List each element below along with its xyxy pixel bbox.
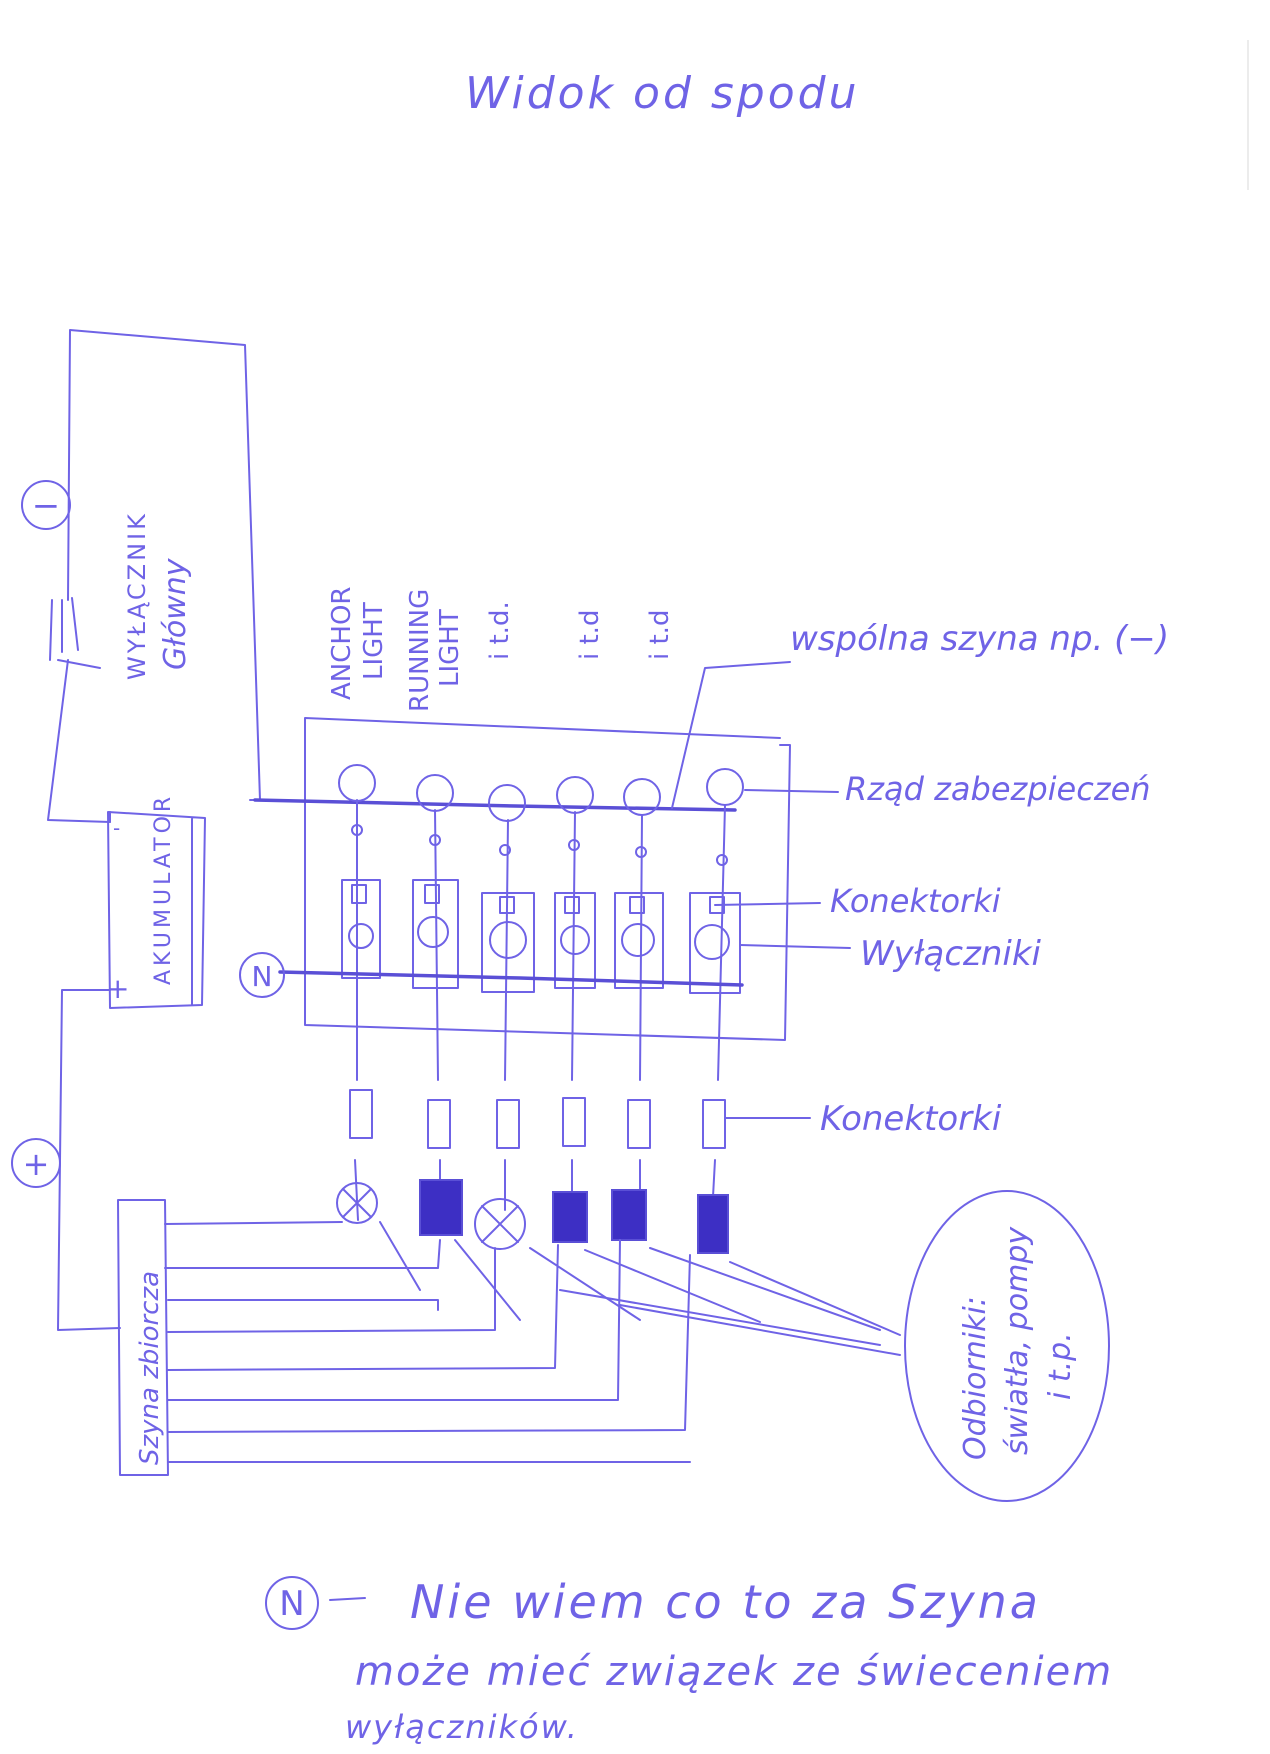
- battery-minus-mark: -: [113, 816, 120, 840]
- lower-connectors: [349, 1089, 726, 1149]
- load-markers: [336, 1179, 729, 1254]
- circuit-label-1-line2: LIGHT: [359, 602, 389, 680]
- minus-terminal-icon: [21, 480, 71, 530]
- panel-frame: [304, 717, 791, 1041]
- switches-leader: [739, 944, 851, 949]
- circuit-label-1-line1: ANCHOR: [327, 587, 357, 700]
- fuse-row: [338, 764, 744, 822]
- collector-bus-label-text: Szyna zbiorcza: [135, 1271, 165, 1465]
- note-line-3: wyłączników.: [345, 1708, 579, 1746]
- fuse-3: [488, 784, 526, 822]
- load-fan-wires: [379, 1221, 901, 1356]
- battery-plus-mark: +: [106, 972, 129, 1005]
- common-bus-line: [253, 798, 737, 812]
- loads-ellipse: [904, 1190, 1110, 1502]
- loads-label-line1: Odbiorniki:: [958, 1296, 993, 1460]
- switch-toggles: [348, 916, 730, 960]
- switch-6: [689, 892, 741, 994]
- switch-4: [554, 892, 596, 989]
- circuit-label-4-text: i t.d: [575, 610, 605, 660]
- fuse-links: [351, 824, 728, 866]
- load-5-icon: [611, 1189, 647, 1241]
- main-switch-label: WYŁĄCZNIK Główny: [123, 511, 193, 680]
- note-line-1: Nie wiem co to za Szyna: [410, 1575, 1041, 1629]
- connectors-upper-leader: [714, 902, 821, 906]
- page-title: Widok od spodu: [465, 68, 859, 119]
- circuit-label-1: ANCHOR LIGHT: [327, 587, 389, 700]
- battery-box: [107, 811, 206, 1009]
- note-line-2: może mieć związek ze świeceniem: [355, 1649, 1113, 1695]
- battery-label: AKUMULATOR: [151, 793, 176, 985]
- common-bus-label: wspólna szyna np. (−): [790, 619, 1169, 659]
- switch-2: [412, 879, 459, 989]
- battery-label-text: AKUMULATOR: [151, 793, 176, 985]
- lamp-1-icon: [336, 1182, 378, 1224]
- fuse-1: [338, 764, 376, 802]
- note-n-icon: [265, 1576, 319, 1630]
- switch-1: [341, 879, 381, 979]
- switch-5: [614, 892, 664, 989]
- circuit-label-5: i t.d: [645, 610, 675, 660]
- connectors-lower-label: Konektorki: [820, 1099, 1002, 1139]
- circuit-label-3: i t.d.: [485, 601, 515, 660]
- n-bus-icon: [239, 952, 285, 998]
- main-switch-label-line1: WYŁĄCZNIK: [123, 511, 151, 680]
- collector-bus-box: [117, 1199, 169, 1476]
- switch-3: [481, 892, 535, 993]
- load-4-icon: [552, 1191, 588, 1243]
- upper-connectors: [351, 884, 725, 914]
- collector-bus-label: Szyna zbiorcza: [135, 1271, 165, 1465]
- fuse-row-label: Rząd zabezpieczeń: [845, 770, 1151, 808]
- note-dash: [329, 1597, 366, 1601]
- fuse-6: [706, 768, 744, 806]
- main-switch-contact: [49, 597, 101, 669]
- connectors-upper-label: Konektorki: [830, 882, 1001, 920]
- switches-label: Wyłączniki: [860, 934, 1042, 974]
- circuit-label-2: RUNNING LIGHT: [405, 589, 465, 712]
- circuit-wires: [354, 799, 726, 1221]
- lamp-3-icon: [474, 1198, 526, 1250]
- circuit-label-3-text: i t.d.: [485, 601, 515, 660]
- load-2-icon: [419, 1179, 463, 1236]
- switch-row: [341, 879, 741, 994]
- common-bus-leader: [671, 661, 791, 809]
- circuit-label-5-text: i t.d: [645, 610, 675, 660]
- load-6-icon: [697, 1194, 729, 1254]
- n-bus-label: N: [252, 960, 273, 993]
- n-bus-line: [278, 970, 744, 987]
- loads-label: Odbiorniki: światła, pompy i t.p.: [958, 1226, 1078, 1460]
- circuit-label-4: i t.d: [575, 610, 605, 660]
- loads-label-line2: światła, pompy: [1000, 1226, 1035, 1455]
- minus-terminal-label: −: [32, 486, 61, 526]
- fuse-row-leader: [744, 789, 839, 793]
- main-switch-box: [47, 329, 261, 823]
- plus-terminal-icon: [11, 1138, 61, 1188]
- note-n-label: N: [279, 1584, 304, 1624]
- circuit-label-2-line1: RUNNING: [405, 589, 435, 712]
- plus-terminal-label: +: [23, 1145, 50, 1183]
- circuit-label-2-line2: LIGHT: [435, 609, 465, 687]
- battery-plus-wire: [57, 989, 121, 1331]
- loads-label-line3: i t.p.: [1043, 1332, 1078, 1400]
- collector-wires: [164, 1221, 691, 1463]
- main-switch-label-line2: Główny: [158, 557, 193, 670]
